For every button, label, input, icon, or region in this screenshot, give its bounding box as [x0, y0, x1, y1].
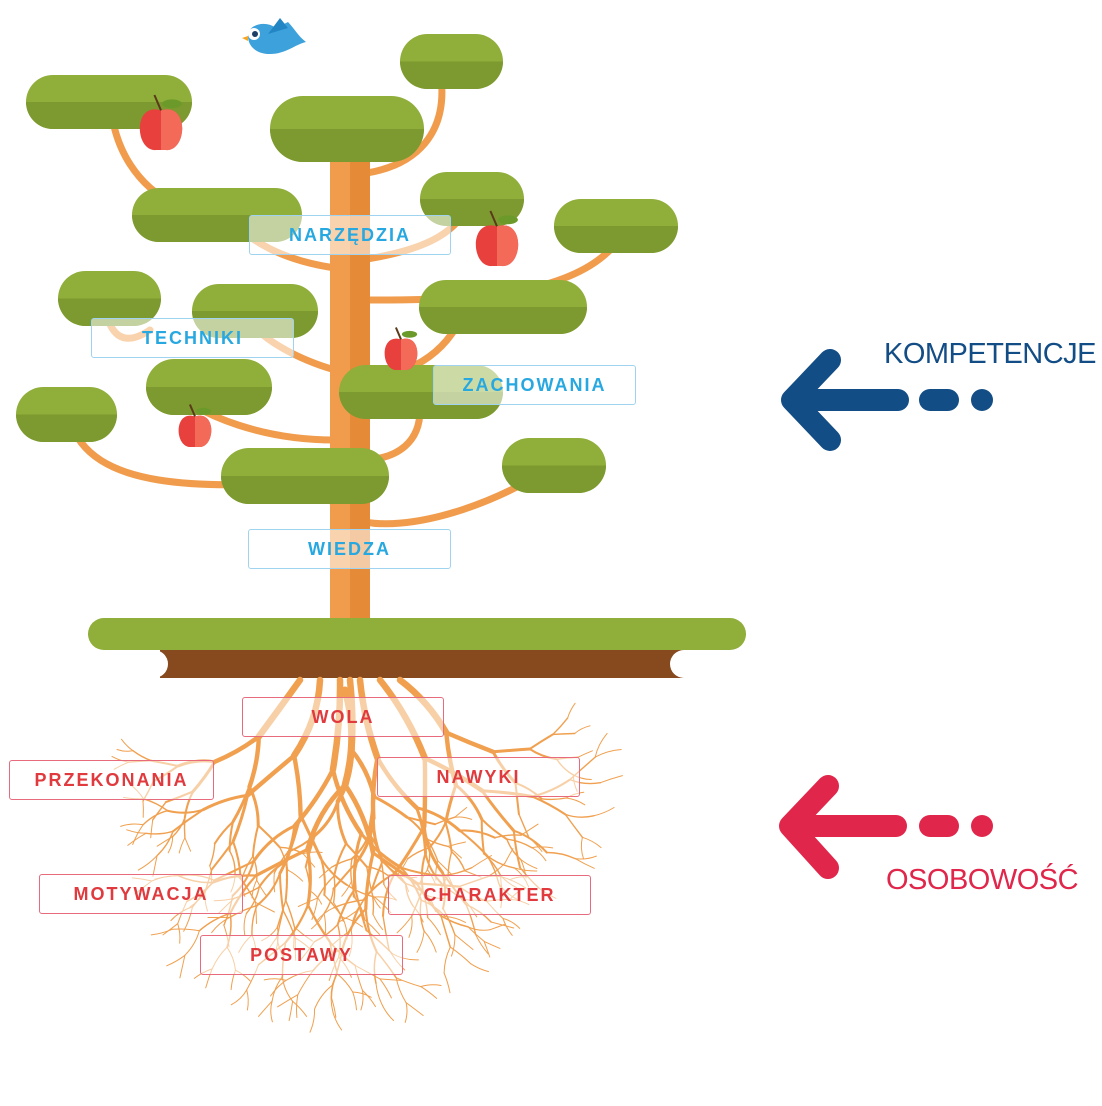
label-przekonania: PRZEKONANIA [9, 760, 214, 800]
apple-icon [384, 327, 418, 371]
leaf-13 [221, 448, 389, 504]
leaf-12 [16, 387, 117, 442]
label-postawy: POSTAWY [200, 935, 403, 975]
ground [88, 618, 746, 678]
personality-title: OSOBOWOŚĆ [886, 864, 1079, 896]
leaf-2 [270, 96, 424, 162]
label-narzedzia: NARZĘDZIA [249, 215, 451, 255]
apple-icon [475, 210, 519, 267]
label-techniki: TECHNIKI [91, 318, 294, 358]
leaf-3 [400, 34, 503, 89]
label-motywacja: MOTYWACJA [39, 874, 243, 914]
leaf-9 [419, 280, 587, 334]
apple-icon [178, 404, 212, 448]
competence-arrow [781, 349, 993, 451]
apples [139, 94, 519, 448]
personality-arrow [779, 775, 993, 879]
label-wiedza: WIEDZA [248, 529, 451, 569]
leaf-14 [502, 438, 606, 493]
label-charakter: CHARAKTER [388, 875, 591, 915]
leaf-10 [146, 359, 272, 415]
bird-icon [242, 18, 306, 54]
label-wola: WOLA [242, 697, 444, 737]
label-zachowania: ZACHOWANIA [433, 365, 636, 405]
leaf-7 [58, 271, 161, 326]
label-nawyki: NAWYKI [377, 757, 580, 797]
leaf-6 [554, 199, 678, 253]
competence-title: KOMPETENCJE [884, 338, 1097, 370]
apple-icon [139, 94, 183, 151]
